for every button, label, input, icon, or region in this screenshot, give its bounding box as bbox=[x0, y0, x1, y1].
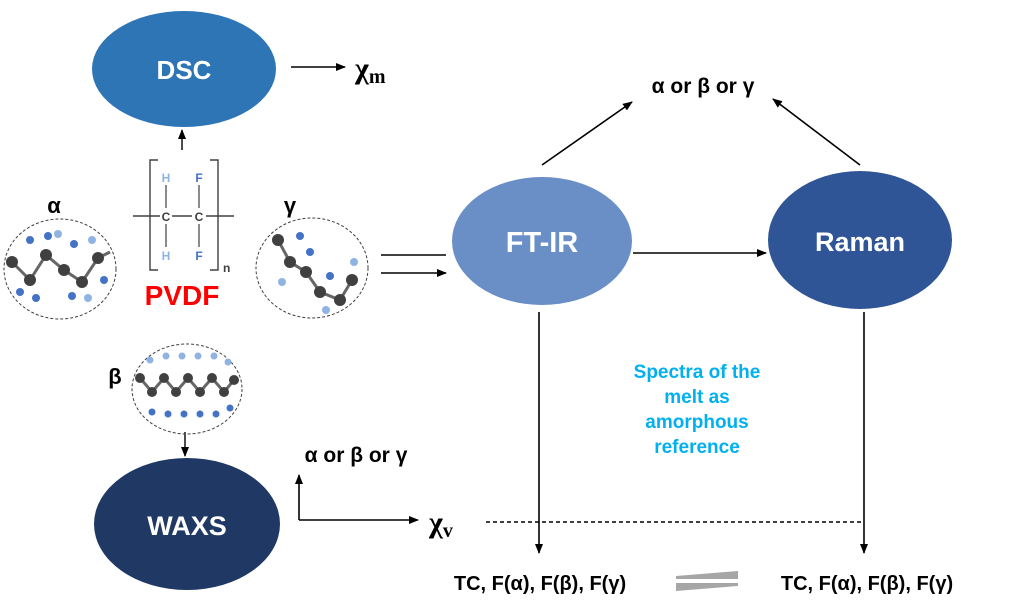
pvdf-label: PVDF bbox=[145, 280, 220, 311]
chi-v-label: χv bbox=[428, 506, 453, 542]
svg-text:F: F bbox=[195, 171, 202, 185]
ftir-node bbox=[452, 177, 632, 305]
svg-text:amorphous: amorphous bbox=[645, 412, 748, 433]
svg-text:F: F bbox=[195, 249, 202, 263]
arrow-ftir-phase bbox=[541, 101, 633, 166]
svg-text:n: n bbox=[223, 261, 230, 275]
chi-m-label: χm bbox=[354, 52, 386, 88]
alpha-label: α bbox=[47, 193, 61, 218]
gamma-molecule-icon bbox=[255, 217, 369, 319]
svg-text:reference: reference bbox=[654, 437, 740, 458]
gamma-label: γ bbox=[284, 193, 297, 218]
raman-node bbox=[768, 171, 952, 309]
svg-text:Spectra of the: Spectra of the bbox=[634, 362, 761, 383]
dsc-node bbox=[92, 11, 276, 127]
equilibrium-arrows-icon bbox=[676, 571, 738, 591]
pvdf-structure: C C H F H F n bbox=[133, 159, 234, 275]
svg-text:H: H bbox=[162, 171, 171, 185]
beta-molecule-icon bbox=[131, 343, 243, 435]
svg-text:H: H bbox=[162, 249, 171, 263]
svg-text:C: C bbox=[162, 210, 171, 224]
results-left: TC, F(α), F(β), F(γ) bbox=[454, 573, 626, 595]
waxs-label: WAXS bbox=[147, 511, 227, 541]
svg-text:melt as: melt as bbox=[664, 387, 729, 408]
alpha-molecule-icon bbox=[3, 218, 117, 320]
dsc-label: DSC bbox=[157, 55, 212, 85]
waxs-phase-outcome: α or β or γ bbox=[305, 444, 408, 467]
arrow-raman-phase bbox=[772, 98, 861, 166]
ftir-label: FT-IR bbox=[506, 227, 579, 259]
beta-label: β bbox=[108, 364, 121, 389]
amorphous-reference-note: Spectra of the melt as amorphous referen… bbox=[634, 362, 761, 458]
results-right: TC, F(α), F(β), F(γ) bbox=[781, 573, 953, 595]
waxs-node bbox=[94, 458, 280, 590]
svg-text:C: C bbox=[195, 210, 204, 224]
raman-label: Raman bbox=[815, 227, 905, 257]
spectroscopy-phase-outcome: α or β or γ bbox=[652, 75, 755, 98]
